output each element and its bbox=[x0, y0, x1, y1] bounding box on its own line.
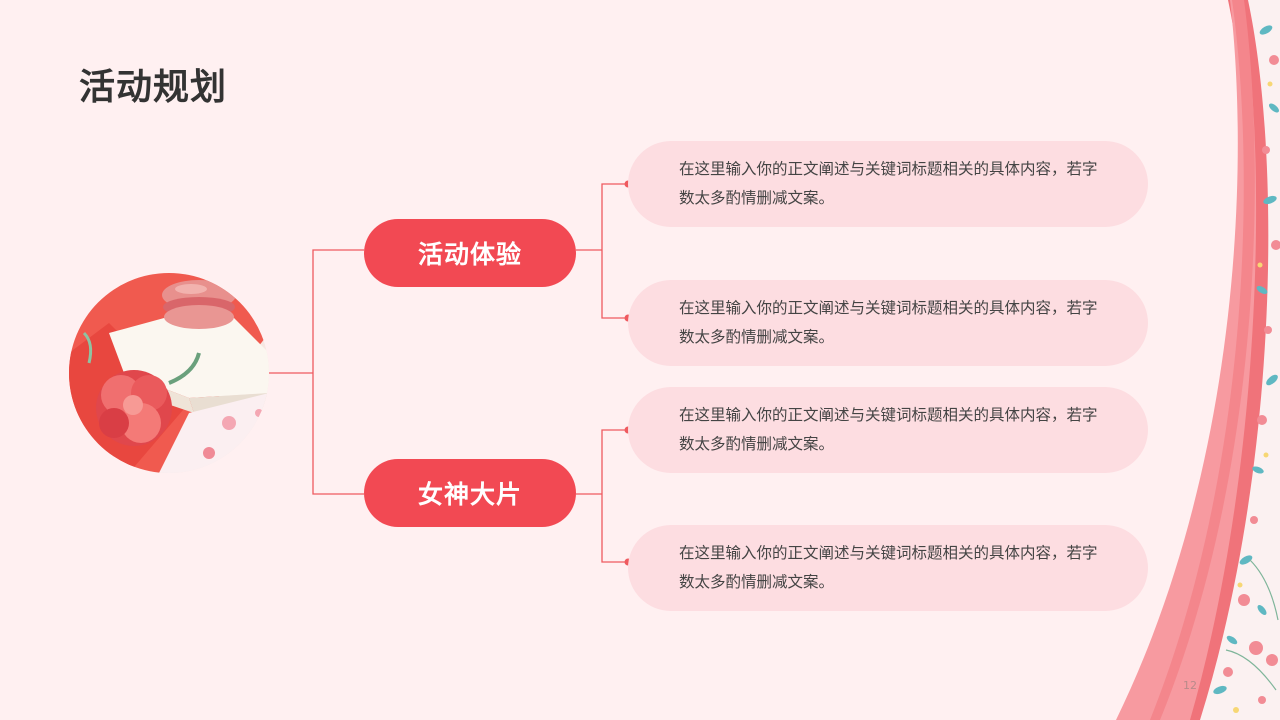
text-box-2: 在这里输入你的正文阐述与关键词标题相关的具体内容，若字数太多酌情删减文案。 bbox=[628, 280, 1148, 366]
text-box-4: 在这里输入你的正文阐述与关键词标题相关的具体内容，若字数太多酌情删减文案。 bbox=[628, 525, 1148, 611]
page-title: 活动规划 bbox=[79, 67, 228, 108]
text-box-3: 在这里输入你的正文阐述与关键词标题相关的具体内容，若字数太多酌情删减文案。 bbox=[628, 387, 1148, 473]
branch-pill-goddess-photo: 女神大片 bbox=[364, 459, 576, 527]
text-box-content: 在这里输入你的正文阐述与关键词标题相关的具体内容，若字数太多酌情删减文案。 bbox=[679, 160, 1098, 207]
branch-pill-activity-experience: 活动体验 bbox=[364, 219, 576, 287]
text-box-content: 在这里输入你的正文阐述与关键词标题相关的具体内容，若字数太多酌情删减文案。 bbox=[679, 544, 1098, 591]
text-box-1: 在这里输入你的正文阐述与关键词标题相关的具体内容，若字数太多酌情删减文案。 bbox=[628, 141, 1148, 227]
macaron-carnation-photo bbox=[69, 273, 269, 473]
text-box-content: 在这里输入你的正文阐述与关键词标题相关的具体内容，若字数太多酌情删减文案。 bbox=[679, 406, 1098, 453]
page-number: 12 bbox=[1183, 679, 1197, 692]
text-box-content: 在这里输入你的正文阐述与关键词标题相关的具体内容，若字数太多酌情删减文案。 bbox=[679, 299, 1098, 346]
